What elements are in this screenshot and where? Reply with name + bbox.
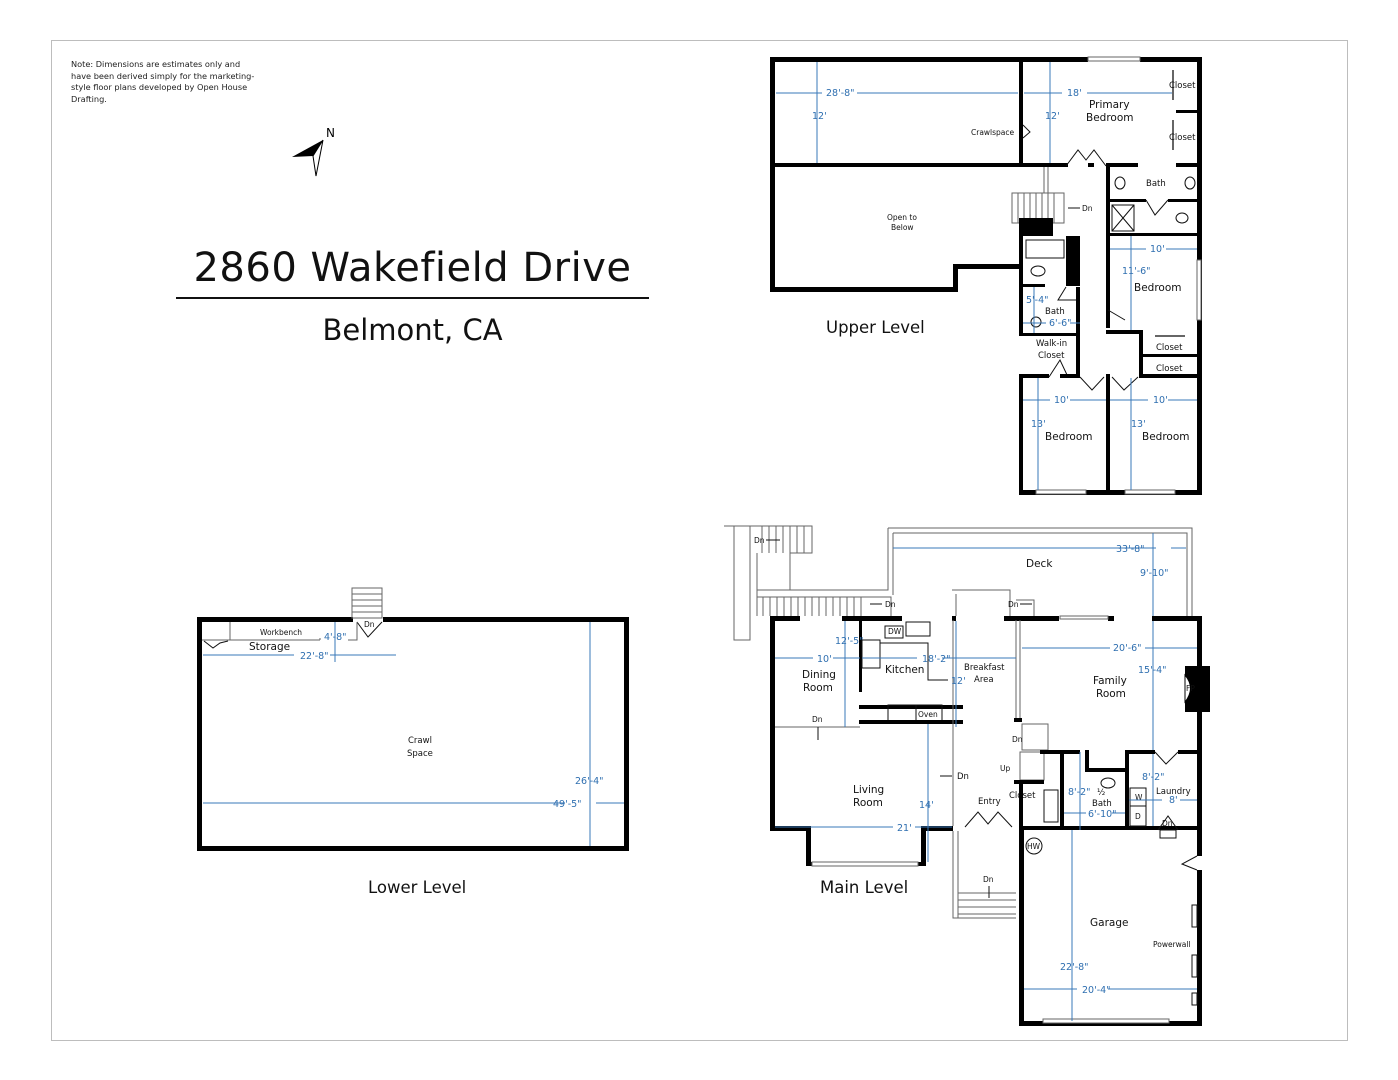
svg-text:Dn: Dn (983, 875, 994, 884)
svg-text:Area: Area (974, 675, 994, 685)
svg-text:28'-8": 28'-8" (826, 88, 855, 99)
svg-text:Crawlspace: Crawlspace (971, 128, 1015, 137)
svg-text:12': 12' (1045, 111, 1060, 122)
main-level-plan: Dn Dn Dn FP DW Oven (724, 525, 1210, 1026)
svg-text:10': 10' (817, 654, 832, 665)
svg-text:22'-8": 22'-8" (1060, 962, 1089, 973)
svg-text:Dn: Dn (1008, 600, 1019, 609)
main-level-label: Main Level (820, 878, 909, 897)
svg-text:49'-5": 49'-5" (553, 799, 582, 810)
svg-text:13': 13' (1131, 419, 1146, 430)
disclaimer-note: Note: Dimensions are estimates only and … (71, 59, 255, 104)
svg-text:Family: Family (1093, 675, 1127, 687)
svg-text:Walk-in: Walk-in (1036, 339, 1067, 349)
svg-text:6'-10": 6'-10" (1088, 809, 1117, 820)
svg-text:DW: DW (888, 627, 902, 636)
svg-text:Room: Room (853, 797, 883, 809)
svg-text:Laundry: Laundry (1156, 787, 1191, 797)
compass-label: N (326, 126, 335, 140)
svg-text:14': 14' (919, 800, 934, 811)
svg-text:13': 13' (1031, 419, 1046, 430)
svg-text:10': 10' (1054, 395, 1069, 406)
svg-text:Closet: Closet (1156, 364, 1183, 374)
svg-text:18'-2": 18'-2" (922, 654, 951, 665)
svg-text:Storage: Storage (249, 641, 290, 653)
title-underline (176, 297, 649, 299)
svg-text:Dining: Dining (802, 669, 836, 681)
svg-text:Dn: Dn (754, 536, 765, 545)
upper-level-label: Upper Level (826, 318, 925, 337)
svg-text:Primary: Primary (1089, 99, 1130, 111)
svg-text:Oven: Oven (918, 710, 938, 719)
svg-text:Bedroom: Bedroom (1142, 431, 1190, 443)
lower-level-label: Lower Level (368, 878, 467, 897)
svg-text:21': 21' (897, 823, 912, 834)
svg-text:Dn: Dn (1162, 819, 1173, 828)
svg-text:Workbench: Workbench (260, 628, 302, 637)
svg-text:Dn: Dn (1082, 204, 1093, 213)
svg-text:Space: Space (407, 749, 433, 759)
svg-text:33'-8": 33'-8" (1116, 544, 1145, 555)
svg-text:Dn: Dn (885, 600, 896, 609)
property-city: Belmont, CA (322, 313, 503, 347)
svg-text:Open to: Open to (887, 213, 917, 222)
svg-text:Room: Room (1096, 688, 1126, 700)
svg-text:10': 10' (1150, 244, 1165, 255)
svg-text:22'-8": 22'-8" (300, 651, 329, 662)
svg-text:Dn: Dn (1012, 735, 1023, 744)
svg-text:6'-6": 6'-6" (1049, 318, 1072, 329)
svg-text:Below: Below (891, 223, 914, 232)
svg-text:Bedroom: Bedroom (1045, 431, 1093, 443)
svg-text:Entry: Entry (978, 797, 1001, 807)
sheet-border (51, 40, 1348, 1041)
svg-text:Dn: Dn (364, 620, 375, 629)
svg-text:Breakfast: Breakfast (964, 663, 1005, 673)
svg-text:Bath: Bath (1146, 179, 1166, 189)
svg-text:½: ½ (1097, 788, 1105, 798)
svg-text:Closet: Closet (1169, 133, 1196, 143)
svg-text:12': 12' (951, 676, 966, 687)
svg-text:9'-10": 9'-10" (1140, 568, 1169, 579)
svg-text:Garage: Garage (1090, 917, 1128, 929)
svg-text:Room: Room (803, 682, 833, 694)
svg-text:Dn: Dn (812, 715, 823, 724)
svg-text:Bedroom: Bedroom (1134, 282, 1182, 294)
svg-text:18': 18' (1067, 88, 1082, 99)
svg-text:8'-2": 8'-2" (1068, 787, 1091, 798)
svg-text:Closet: Closet (1038, 351, 1065, 361)
north-arrow-icon: N (292, 126, 335, 177)
lower-level-plan: Dn Workbench Storage 4'-8" 22'-8" Crawl … (197, 587, 629, 851)
property-address: 2860 Wakefield Drive (193, 245, 632, 291)
svg-text:Closet: Closet (1156, 343, 1183, 353)
svg-text:12'-5": 12'-5" (835, 636, 864, 647)
svg-text:Dn: Dn (957, 772, 969, 782)
svg-text:D: D (1135, 812, 1141, 821)
svg-text:Kitchen: Kitchen (885, 664, 924, 676)
svg-text:Bedroom: Bedroom (1086, 112, 1134, 124)
svg-text:10': 10' (1153, 395, 1168, 406)
svg-text:20'-4": 20'-4" (1082, 985, 1111, 996)
svg-text:HW: HW (1027, 842, 1041, 851)
svg-text:Powerwall: Powerwall (1153, 940, 1191, 949)
svg-text:Up: Up (1000, 764, 1010, 773)
svg-text:20'-6": 20'-6" (1113, 643, 1142, 654)
svg-text:Crawl: Crawl (408, 736, 432, 746)
svg-text:Bath: Bath (1045, 307, 1065, 317)
svg-text:12': 12' (812, 111, 827, 122)
svg-text:26'-4": 26'-4" (575, 776, 604, 787)
svg-text:15'-4": 15'-4" (1138, 665, 1167, 676)
svg-text:8'-2": 8'-2" (1142, 772, 1165, 783)
svg-text:Living: Living (853, 784, 884, 796)
svg-text:Deck: Deck (1026, 558, 1053, 570)
svg-text:FP: FP (1186, 684, 1195, 693)
svg-text:4'-8": 4'-8" (324, 632, 347, 643)
svg-text:Bath: Bath (1092, 799, 1112, 809)
svg-text:11'-6": 11'-6" (1122, 266, 1151, 277)
upper-level-plan: Dn (770, 56, 1202, 495)
svg-text:W: W (1135, 793, 1143, 802)
svg-text:Closet: Closet (1169, 81, 1196, 91)
svg-text:8': 8' (1169, 795, 1178, 806)
svg-text:5'-4": 5'-4" (1026, 295, 1049, 306)
